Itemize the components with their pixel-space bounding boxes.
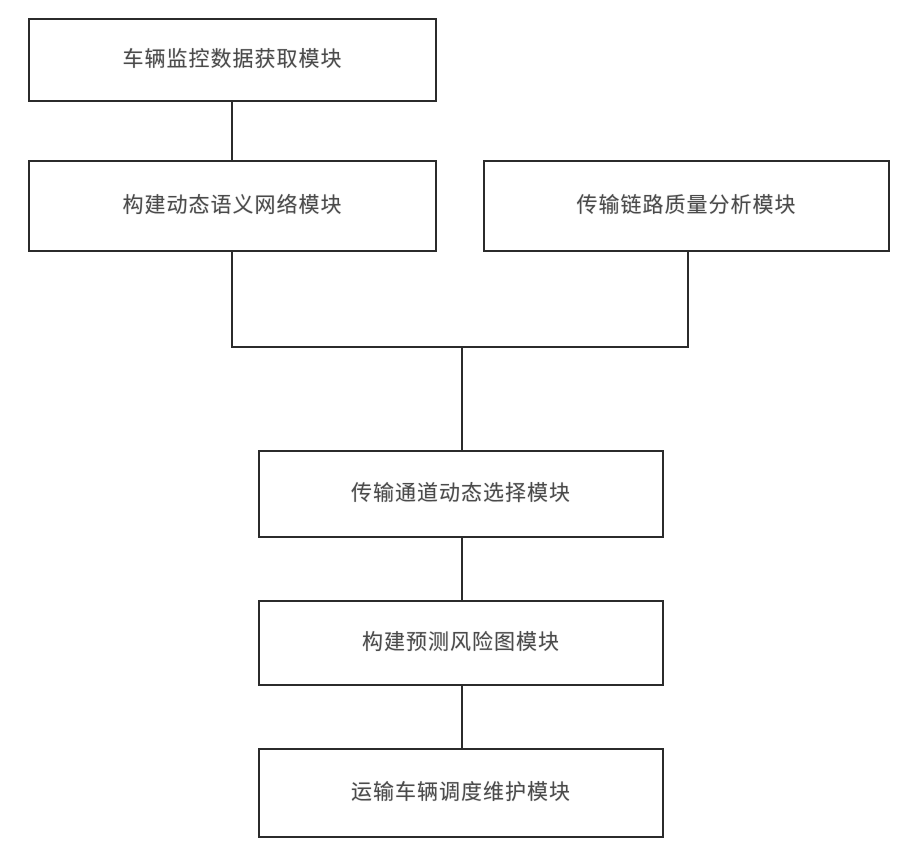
connector-node4-to-node5 [461, 538, 463, 602]
node-label: 传输链路质量分析模块 [576, 193, 797, 218]
node-vehicle-monitoring-data-acquisition-module[interactable]: 车辆监控数据获取模块 [28, 18, 437, 102]
node-label: 车辆监控数据获取模块 [122, 47, 343, 72]
node-label: 传输通道动态选择模块 [351, 481, 571, 506]
connector-merge-bar-to-node4 [461, 346, 463, 452]
connector-node2-to-merge-bar [231, 250, 233, 348]
node-transport-vehicle-dispatch-maintenance-module[interactable]: 运输车辆调度维护模块 [258, 748, 664, 838]
node-label: 运输车辆调度维护模块 [351, 780, 571, 805]
connector-merge-bar [231, 346, 689, 348]
node-transmission-channel-dynamic-selection-module[interactable]: 传输通道动态选择模块 [258, 450, 664, 538]
node-build-dynamic-semantic-network-module[interactable]: 构建动态语义网络模块 [28, 160, 437, 252]
connector-node1-to-node2 [231, 100, 233, 162]
node-label: 构建动态语义网络模块 [122, 193, 343, 218]
connector-node3-to-merge-bar [687, 250, 689, 348]
node-build-predicted-risk-map-module[interactable]: 构建预测风险图模块 [258, 600, 664, 686]
node-label: 构建预测风险图模块 [362, 630, 560, 655]
connector-node5-to-node6 [461, 686, 463, 750]
node-transmission-link-quality-analysis-module[interactable]: 传输链路质量分析模块 [483, 160, 890, 252]
